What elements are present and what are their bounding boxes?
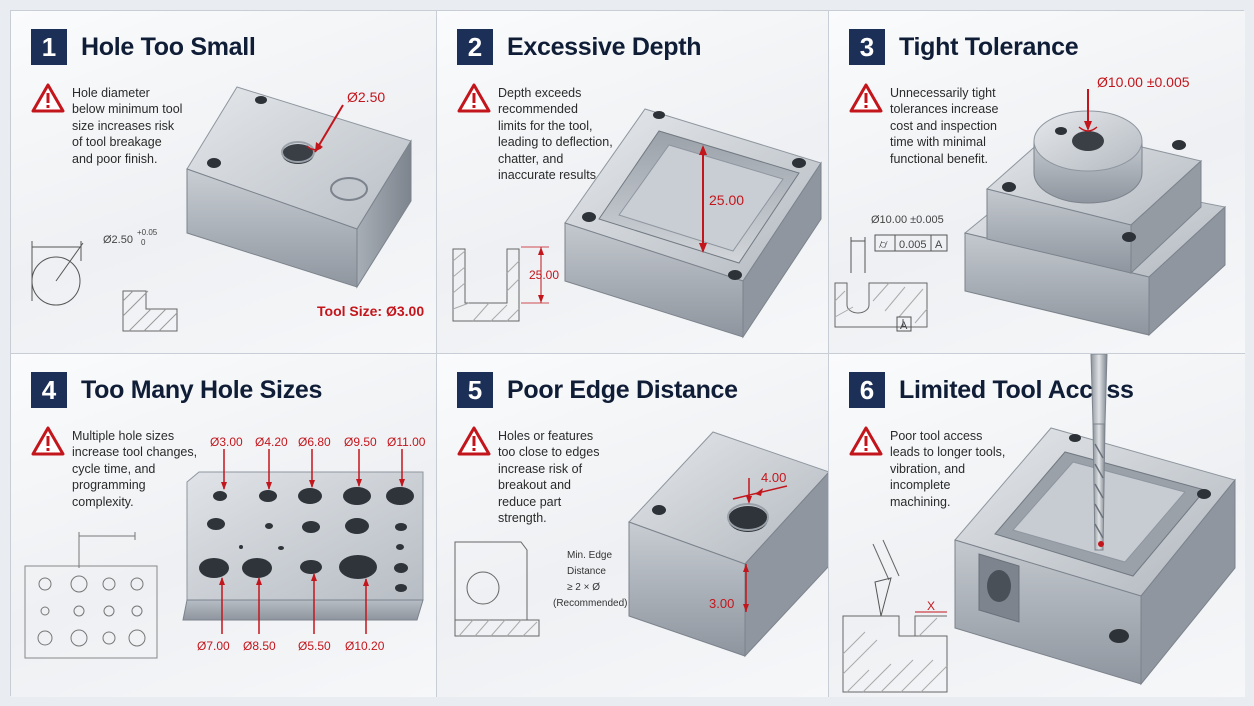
warning-triangle-icon [849,426,883,456]
panel-description: Poor tool access leads to longer tools, … [890,429,1006,509]
panel-title: Hole Too Small [81,32,256,61]
panel-header: 4 Too Many Hole Sizes [31,372,322,408]
panel-number-badge: 6 [849,372,885,408]
tight-tolerance-illustration: Ø10.00 ±0.005 Ø10.00 ±0.005 ⌭ [834,74,1227,337]
pocket-section-drawing [452,246,549,322]
hole-array [199,487,414,592]
edge-rule-line-3: ≥ 2 × Ø [567,582,600,593]
warning-triangle-icon [457,426,491,456]
edge-height-callout: 3.00 [709,596,734,611]
panel-title: Poor Edge Distance [507,375,738,404]
panel-header: 3 Tight Tolerance [849,29,1079,65]
hole-detail-drawing [31,241,178,332]
boss-diameter-callout: Ø10.00 ±0.005 [1097,74,1190,90]
gdt-drawing [834,234,948,332]
panel-number-badge: 1 [31,29,67,65]
tool-access-drawing [842,539,948,693]
gdt-datum-reference: A [935,239,943,251]
panel-header: 2 Excessive Depth [457,29,702,65]
hole-sizes-illustration: Ø3.00 Ø4.20 Ø6.80 Ø9.50 Ø11.00 Ø7.00 Ø8.… [24,435,426,659]
panel-description: Hole diameter below minimum tool size in… [72,86,183,166]
hole-too-small-illustration: Ø2.50 Tool Size: Ø3.00 Ø2.50 +0.05 0 [31,86,424,332]
drawing-diameter-label: Ø2.50 [103,234,133,246]
warning-triangle-icon [457,83,491,113]
edge-distance-callout: 4.00 [761,470,786,485]
panel-header: 1 Hole Too Small [31,29,256,65]
edge-distance-drawing [454,541,540,637]
hole-size-top-2: Ø4.20 [255,435,288,449]
hole-pattern-drawing [24,532,158,659]
panel-excessive-depth: 2 Excessive Depth Depth exceeds recommen… [437,11,829,354]
edge-rule-line-2: Distance [567,566,606,577]
datum-label: A [900,320,908,332]
panel-number-badge: 2 [457,29,493,65]
dfm-infographic: 1 Hole Too Small Hole diameter below min… [10,10,1245,697]
panel-title: Too Many Hole Sizes [81,375,323,404]
panel-description: Unnecessarily tight tolerances increase … [890,86,999,166]
depth-callout: 25.00 [709,192,744,208]
warning-triangle-icon [31,83,65,113]
panel-title: Tight Tolerance [899,32,1079,61]
panel-hole-too-small: 1 Hole Too Small Hole diameter below min… [11,11,437,354]
warning-triangle-icon [849,83,883,113]
hole-size-top-4: Ø9.50 [344,435,377,449]
panel-number-badge: 5 [457,372,493,408]
blocked-access-mark: X [927,599,935,613]
hole-size-bottom-3: Ø5.50 [298,639,331,653]
panel-description: Holes or features too close to edges inc… [498,429,600,526]
hole-size-bottom-4: Ø10.20 [345,639,385,653]
panel-too-many-hole-sizes: 4 Too Many Hole Sizes Multiple hole size… [11,354,437,697]
gdt-symbol: ⌭ [879,237,888,251]
edge-rule-line-4: (Recommended) [553,598,627,609]
panel-poor-edge-distance: 5 Poor Edge Distance Holes or features t… [437,354,829,697]
panel-tight-tolerance: 3 Tight Tolerance Unnecessarily tight to… [829,11,1245,354]
drawing-tolerance-lower: 0 [141,238,146,247]
panel-limited-tool-access: 6 Limited Tool Access Poor tool access l… [829,354,1245,697]
warning-triangle-icon [31,426,65,456]
drawing-diameter-label: Ø10.00 ±0.005 [871,214,944,226]
panel-number-badge: 4 [31,372,67,408]
hole-size-top-1: Ø3.00 [210,435,243,449]
panel-title: Excessive Depth [507,32,702,61]
excessive-depth-illustration: 25.00 25.00 [452,108,822,339]
panel-number-badge: 3 [849,29,885,65]
hole-diameter-callout: Ø2.50 [347,89,385,105]
hole-size-top-5: Ø11.00 [387,435,426,449]
panel-header: 5 Poor Edge Distance [457,372,738,408]
edge-distance-illustration: 4.00 3.00 Min. Edge Distance ≥ 2 × Ø (Re… [454,431,828,658]
panel-description: Depth exceeds recommended limits for the… [498,86,613,183]
panel-description: Multiple hole sizes increase tool change… [72,429,198,509]
tool-access-illustration: X [842,354,1236,693]
hole-size-bottom-2: Ø8.50 [243,639,276,653]
tool-size-label: Tool Size: Ø3.00 [317,303,424,319]
drawing-tolerance-upper: +0.05 [137,228,158,237]
hole-size-top-3: Ø6.80 [298,435,331,449]
gdt-tolerance-value: 0.005 [899,239,927,251]
edge-rule-line-1: Min. Edge [567,550,612,561]
hole-size-bottom-1: Ø7.00 [197,639,230,653]
drawing-depth-label: 25.00 [529,268,559,282]
